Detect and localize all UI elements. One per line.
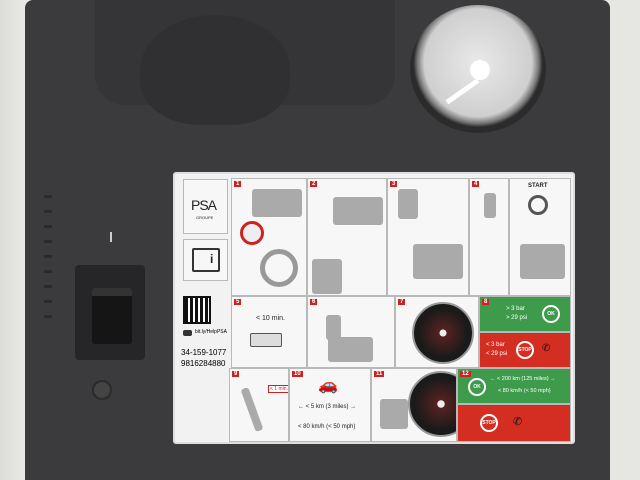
step-number: 11 — [374, 371, 385, 377]
step-number: 12 — [460, 371, 471, 377]
vent — [44, 240, 52, 243]
compressor-sketch — [413, 244, 463, 279]
step-number: 8 — [482, 299, 490, 305]
valve-sketch — [312, 259, 342, 294]
power-switch[interactable] — [92, 288, 132, 344]
vent — [44, 315, 52, 318]
start-label: START — [528, 183, 548, 189]
compressor-sketch — [380, 399, 408, 429]
instruction-label: PSA GROUPE i bit.ly/HelpPSA 34-159-1077 … — [173, 172, 575, 444]
qr-code — [183, 296, 211, 324]
gauge-hub — [470, 60, 490, 80]
vent — [44, 300, 52, 303]
step-5: 5 < 10 min. — [231, 296, 307, 368]
step-9: 9 < 1 min. — [229, 368, 289, 442]
step-number: 3 — [390, 181, 398, 187]
step-8-ok: 8 > 3 bar > 29 psi OK — [479, 296, 571, 332]
vent — [44, 285, 52, 288]
max-speed: < 80 km/h (< 50 mph) — [498, 388, 551, 394]
step-12-ok: 12 OK ← < 200 km (125 miles) → < 80 km/h… — [457, 368, 571, 404]
gauge-dial-icon — [412, 302, 474, 364]
ok-badge: OK — [542, 305, 560, 323]
low-bar: < 3 bar — [486, 342, 505, 348]
ignition-icon — [528, 195, 548, 215]
step-number: 1 — [234, 181, 242, 187]
vent — [44, 270, 52, 273]
step-start: START — [509, 178, 571, 296]
ok-psi: > 29 psi — [506, 315, 528, 321]
info-icon: i — [210, 252, 214, 266]
hose-sketch — [240, 386, 264, 433]
drive-distance: ← < 5 km (3 miles) → — [298, 404, 357, 410]
phone-icon: ✆ — [542, 343, 551, 354]
vent — [44, 255, 52, 258]
compressor-sketch — [333, 197, 383, 225]
step-2: 2 — [307, 178, 387, 296]
gauge-dial-icon — [408, 371, 456, 437]
ok-badge: OK — [468, 378, 486, 396]
compressor-sketch — [520, 244, 565, 279]
step-number: 6 — [310, 299, 318, 305]
part-code-1: 34-159-1077 — [181, 348, 227, 357]
vent — [44, 195, 52, 198]
step-number: 2 — [310, 181, 318, 187]
step-7: 7 — [395, 296, 479, 368]
psa-logo: PSA — [191, 197, 217, 213]
speed-sticker-icon — [240, 221, 264, 245]
bottle-sketch — [326, 315, 341, 340]
power-mark — [110, 232, 112, 242]
max-distance: ← < 200 km (125 miles) → — [490, 376, 556, 382]
bottle-sketch — [398, 189, 418, 219]
part-code-2: 9816284880 — [181, 359, 226, 368]
plug-sketch — [484, 193, 496, 218]
step-number: 4 — [472, 181, 480, 187]
car-icon: 🚗 — [318, 377, 338, 394]
vent — [44, 225, 52, 228]
steering-wheel-icon — [260, 249, 298, 287]
compressor-sketch — [328, 337, 373, 362]
step-3: 3 — [387, 178, 469, 296]
step-8-stop: < 3 bar < 29 psi STOP ✆ — [479, 332, 571, 368]
help-url: bit.ly/HelpPSA — [195, 329, 227, 335]
step-10: 10 🚗 ← < 5 km (3 miles) → < 80 km/h (< 5… — [289, 368, 371, 442]
step-number: 5 — [234, 299, 242, 305]
compressor-sketch — [252, 189, 302, 217]
step-1: 1 — [231, 178, 307, 296]
manual-panel: i — [183, 239, 228, 281]
ok-bar: > 3 bar — [506, 306, 525, 312]
video-icon — [183, 330, 192, 336]
step-12-stop: STOP ✆ — [457, 404, 571, 442]
low-psi: < 29 psi — [486, 351, 508, 357]
screw-hole — [92, 380, 112, 400]
step-number: 7 — [398, 299, 406, 305]
phone-icon: ✆ — [513, 416, 523, 428]
stop-badge: STOP — [480, 414, 498, 432]
step-number: 10 — [292, 371, 303, 377]
step-number: 9 — [232, 371, 240, 377]
vent — [44, 210, 52, 213]
wait-time: < 1 min. — [268, 385, 288, 393]
drive-speed: < 80 km/h (< 50 mph) — [298, 424, 356, 430]
wall — [0, 0, 25, 480]
psa-sub: GROUPE — [196, 215, 214, 220]
inflate-time: < 10 min. — [256, 315, 285, 322]
step-6: 6 — [307, 296, 395, 368]
step-11: 11 — [371, 368, 457, 442]
sealant-bottle-holder — [140, 15, 290, 125]
step-4: 4 — [469, 178, 509, 296]
book-icon — [192, 248, 220, 272]
switch-icon — [250, 333, 282, 347]
stop-badge: STOP — [516, 341, 534, 359]
psa-logo-panel: PSA GROUPE — [183, 179, 228, 234]
